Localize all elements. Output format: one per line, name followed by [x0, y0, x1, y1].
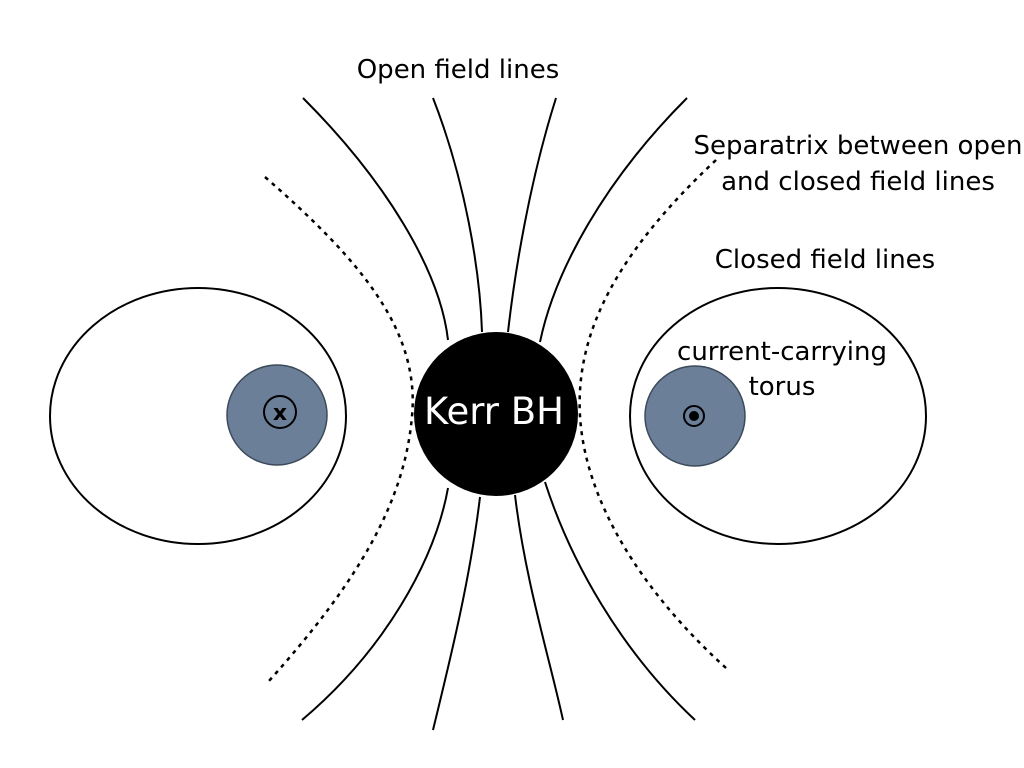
separatrix-label-line2: and closed field lines: [721, 167, 995, 197]
black-hole-label: Kerr BH: [424, 390, 564, 433]
current-out-of-page-icon: [683, 405, 705, 427]
current-into-page-icon: [263, 395, 297, 429]
open-field-line: [514, 494, 564, 721]
open-field-line: [302, 97, 449, 341]
open-field-line: [544, 481, 696, 721]
open-field-line: [432, 97, 483, 333]
separatrix-label-line1: Separatrix between open: [694, 131, 1023, 161]
separatrix-right: [578, 159, 727, 669]
current-into-page-symbol: x: [273, 401, 287, 426]
open-field-line: [539, 97, 688, 343]
torus-label-line1: current-carrying: [677, 337, 887, 367]
open-field-line: [301, 487, 449, 721]
open-field-line: [507, 97, 557, 333]
open-field-lines-upper: [302, 97, 688, 343]
black-hole: Kerr BH: [414, 332, 578, 496]
torus-cross-section-left: [226, 364, 328, 466]
torus-left: x: [226, 364, 328, 466]
separatrix-left: [264, 176, 414, 683]
closed-field-lines: [49, 287, 927, 545]
torus-right: [644, 365, 746, 467]
closed-field-loop-right: [629, 287, 927, 545]
open-field-line: [432, 496, 481, 731]
open-field-lines-lower: [301, 481, 696, 731]
open-field-lines-label: Open field lines: [357, 55, 560, 85]
closed-field-loop-left: [49, 287, 347, 545]
torus-label-line2: torus: [749, 372, 816, 402]
separatrix-lines: [264, 159, 727, 683]
current-out-of-page-dot: [689, 411, 699, 421]
closed-field-lines-label: Closed field lines: [715, 245, 935, 275]
black-hole-disk: [414, 332, 578, 496]
